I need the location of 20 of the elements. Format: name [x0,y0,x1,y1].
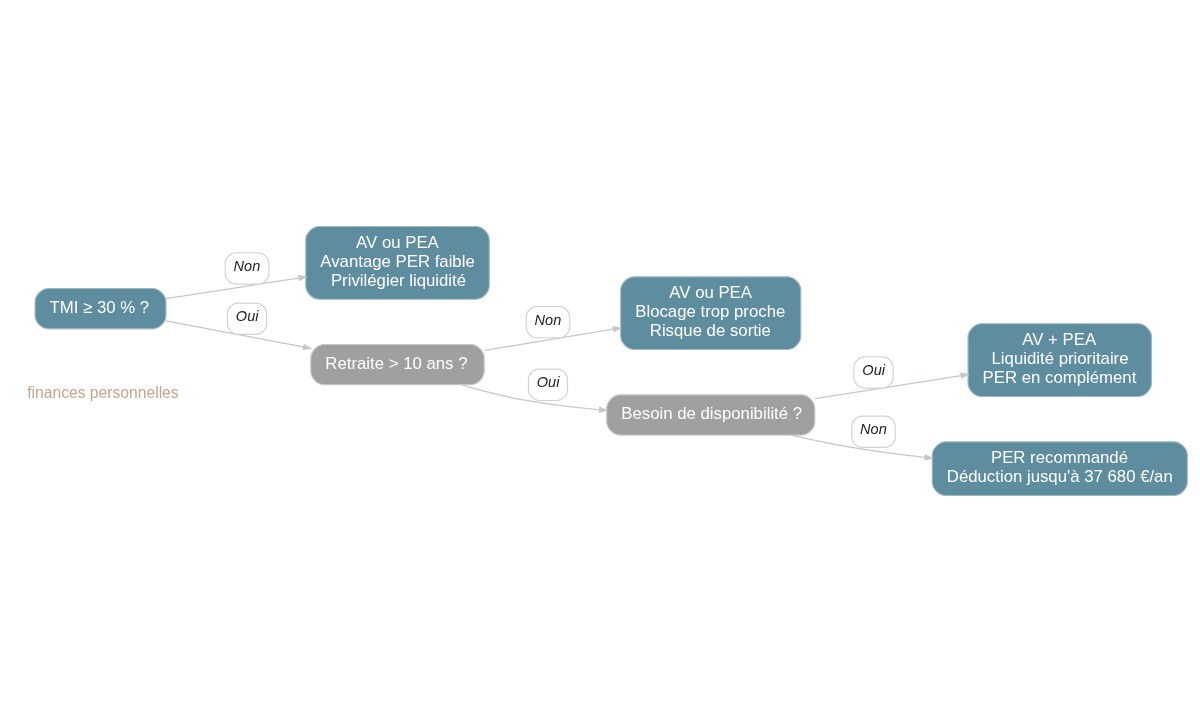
arrow [460,383,609,413]
label: finances personnelles [27,383,179,401]
edge-label: Non [233,257,261,274]
node-box: Retraite > 10 ans ? [310,343,485,385]
node-box: PER recommandé Déduction jusqu'à 37 680 €/an [931,440,1188,496]
arrow [814,371,970,399]
arrow [790,434,934,461]
edge-label: Non [860,420,887,437]
node-box: Besoin de disponibilité ? [606,393,816,436]
edge-label: Oui [536,373,560,390]
node-box: AV ou PEA Blocage trop proche Risque de sortie [620,275,802,350]
arrow [165,274,308,299]
edge-label: Non [534,311,562,328]
node-box: AV + PEA Liquidité prioritaire PER en complément [967,322,1153,397]
arrow [165,319,313,350]
edge-label: Oui [235,307,259,324]
node-box: TMI ≥ 30 % ? [34,287,167,329]
node-box: AV ou PEA Avantage PER faible Privilégier liquidité [305,225,490,300]
arrow [483,325,623,351]
edge-label: Oui [862,361,885,378]
